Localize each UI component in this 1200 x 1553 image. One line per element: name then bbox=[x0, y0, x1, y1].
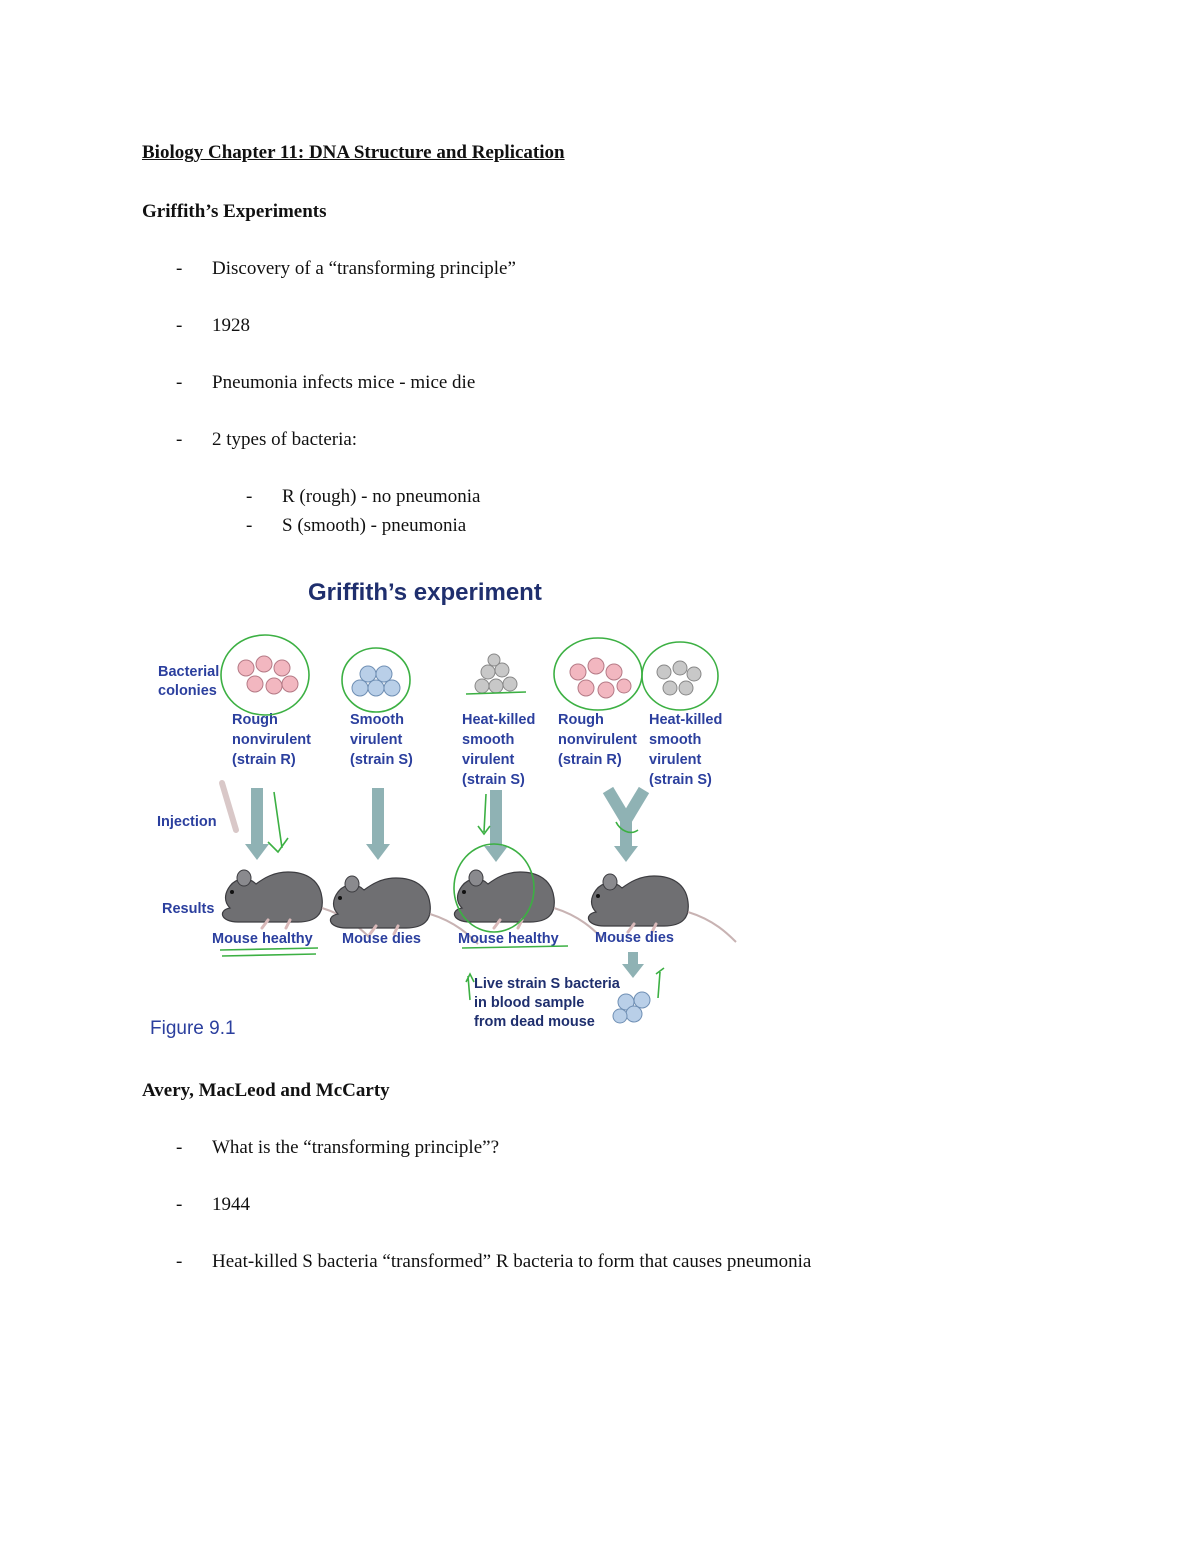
smooth-colony-icon bbox=[351, 665, 401, 697]
arrow-icon bbox=[622, 952, 644, 978]
blood-sample-note: in blood sample bbox=[474, 995, 584, 1011]
bullet-marker: - bbox=[176, 429, 183, 450]
bullet-marker: - bbox=[176, 315, 183, 336]
arrow-icon bbox=[484, 790, 508, 862]
document-title: Biology Chapter 11: DNA Structure and Re… bbox=[142, 142, 565, 163]
column-label: virulent bbox=[462, 752, 515, 768]
list-item-text: S (smooth) - pneumonia bbox=[282, 515, 467, 536]
list-item-text: Heat-killed S bacteria “transformed” R b… bbox=[212, 1251, 812, 1272]
column-label: smooth bbox=[462, 732, 514, 748]
column-label: Smooth bbox=[350, 712, 404, 728]
figure-title: Griffith’s experiment bbox=[308, 579, 542, 606]
bullet-marker: - bbox=[176, 1194, 183, 1215]
arrow-icon bbox=[366, 788, 390, 860]
column-label: (strain S) bbox=[462, 772, 525, 788]
bullet-marker: - bbox=[176, 258, 183, 279]
row-label-colonies: Bacterial bbox=[158, 664, 219, 680]
list-item-text: Pneumonia infects mice - mice die bbox=[212, 372, 476, 393]
column-label: Rough bbox=[232, 712, 278, 728]
column-label: (strain S) bbox=[350, 752, 413, 768]
column-label: (strain R) bbox=[558, 752, 622, 768]
column-label: (strain R) bbox=[232, 752, 296, 768]
list-item-text: What is the “transforming principle”? bbox=[212, 1137, 500, 1158]
heat-killed-colony-icon bbox=[656, 660, 702, 696]
bullet-marker: - bbox=[246, 486, 253, 507]
result-label: Mouse healthy bbox=[458, 931, 559, 947]
bullet-marker: - bbox=[176, 1137, 183, 1158]
row-label-results: Results bbox=[162, 901, 214, 917]
griffith-experiment-figure: Griffith’s experiment Bacterial colonies… bbox=[150, 568, 750, 1048]
column-label: virulent bbox=[350, 732, 403, 748]
list-item-text: 1944 bbox=[212, 1194, 250, 1215]
result-label: Mouse healthy bbox=[212, 931, 313, 947]
bullet-marker: - bbox=[176, 1251, 183, 1272]
list-item-text: Discovery of a “transforming principle” bbox=[212, 258, 516, 279]
section-heading-griffith: Griffith’s Experiments bbox=[142, 201, 327, 222]
bullet-marker: - bbox=[176, 372, 183, 393]
row-label-injection: Injection bbox=[157, 814, 217, 830]
result-label: Mouse dies bbox=[342, 931, 421, 947]
rough-colony-icon bbox=[569, 657, 632, 699]
figure-caption: Figure 9.1 bbox=[150, 1018, 236, 1039]
bullet-marker: - bbox=[246, 515, 253, 536]
merge-arrow-icon bbox=[602, 786, 650, 862]
list-item-text: 1928 bbox=[212, 315, 250, 336]
row-label-colonies-2: colonies bbox=[158, 683, 217, 699]
list-item-text: R (rough) - no pneumonia bbox=[282, 486, 481, 507]
live-bacteria-icon bbox=[612, 991, 651, 1024]
column-label: (strain S) bbox=[649, 772, 712, 788]
blood-sample-note: from dead mouse bbox=[474, 1014, 595, 1030]
column-label: virulent bbox=[649, 752, 702, 768]
column-label: Heat-killed bbox=[649, 712, 722, 728]
syringe-icon bbox=[219, 780, 239, 833]
arrow-icon bbox=[245, 788, 269, 860]
list-item-text: 2 types of bacteria: bbox=[212, 429, 358, 450]
column-label: Heat-killed bbox=[462, 712, 535, 728]
result-label: Mouse dies bbox=[595, 930, 674, 946]
rough-colony-icon bbox=[237, 655, 299, 695]
handwritten-annotations bbox=[219, 634, 719, 1001]
column-label: Rough bbox=[558, 712, 604, 728]
column-label: smooth bbox=[649, 732, 701, 748]
heat-killed-colony-icon bbox=[474, 653, 518, 694]
column-label: nonvirulent bbox=[232, 732, 311, 748]
column-label: nonvirulent bbox=[558, 732, 637, 748]
section-heading-avery: Avery, MacLeod and McCarty bbox=[142, 1080, 390, 1101]
blood-sample-note: Live strain S bacteria bbox=[474, 976, 621, 992]
